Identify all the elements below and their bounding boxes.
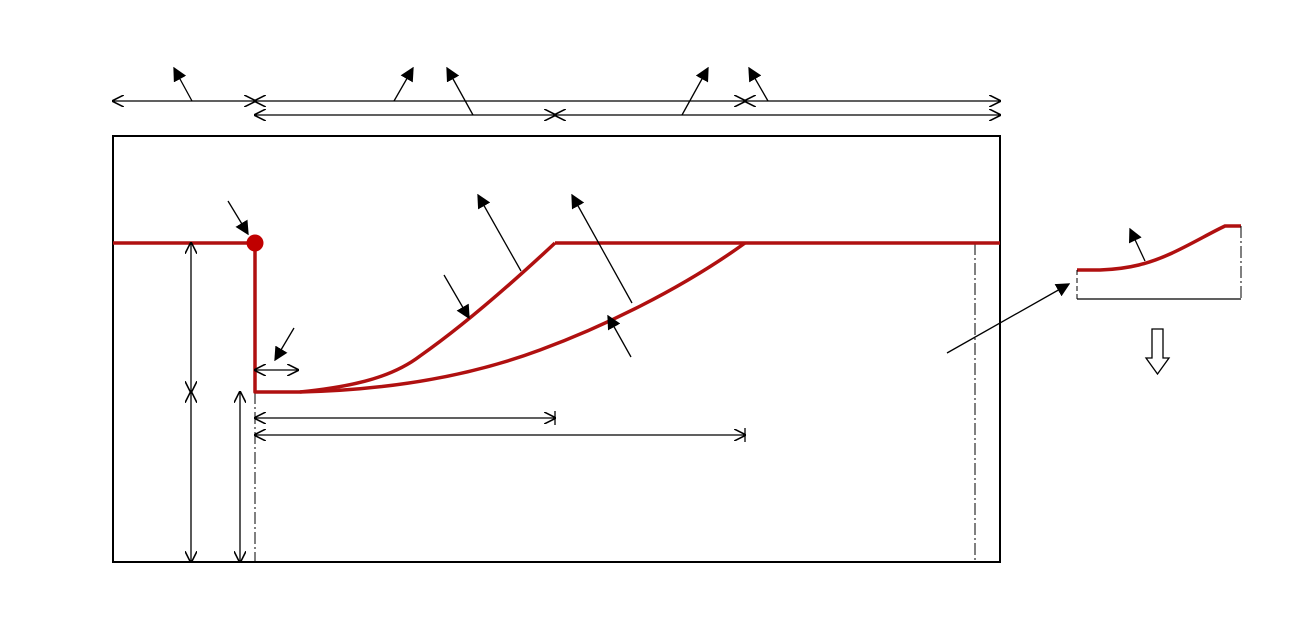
- center-lines: [254, 243, 976, 562]
- inner-curve-normal-arrow: [477, 193, 522, 272]
- start-point-marker: [246, 234, 264, 252]
- detail-normal-arrow: [1129, 227, 1146, 262]
- vertical-dimensions: [191, 243, 240, 562]
- main-frame: [112, 135, 1001, 563]
- outer-curve-leader-arrow: [607, 314, 632, 358]
- outer-curve-normal-arrow: [571, 193, 633, 304]
- interior-leader-arrows: [227, 193, 1071, 362]
- detail-inset: [1076, 224, 1242, 376]
- profile-curve-inner: [299, 241, 557, 394]
- leader-arrow-2: [393, 66, 414, 102]
- step-leader-arrow: [274, 327, 295, 362]
- hollow-down-arrow-icon: [1144, 328, 1171, 376]
- detail-leader-arrow: [946, 283, 1071, 354]
- detail-profile-curve: [1077, 224, 1241, 272]
- profile-step: [113, 241, 300, 394]
- top-leader-arrows: [173, 66, 769, 116]
- lower-dimensions: [255, 411, 745, 442]
- leader-arrow-4: [681, 66, 709, 116]
- leader-arrow-1: [173, 66, 193, 102]
- leader-arrow-3: [446, 66, 474, 116]
- profile-geometry: [113, 241, 1000, 394]
- top-dimensions: [113, 101, 1000, 115]
- inner-curve-leader-arrow: [443, 274, 470, 320]
- leader-arrow-5: [748, 66, 769, 102]
- point-leader-arrow: [227, 200, 249, 236]
- profile-curve-outer: [299, 241, 747, 394]
